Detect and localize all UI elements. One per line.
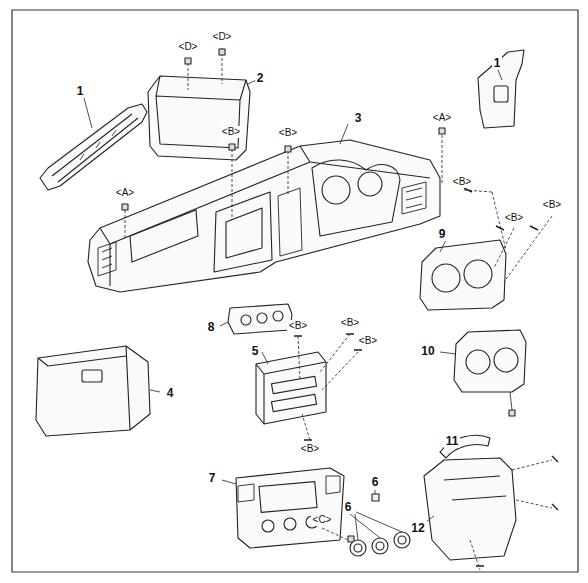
callout-number: 11 xyxy=(444,434,461,448)
glove-box-door xyxy=(36,346,160,436)
switch-panel xyxy=(220,304,292,334)
callout-number: 7 xyxy=(207,471,218,485)
callout-number: 1 xyxy=(75,84,86,98)
fastener-ref: <B> xyxy=(541,199,563,211)
fastener-ref: <B> xyxy=(339,317,361,329)
fastener-ref: <D> xyxy=(177,41,200,53)
callout-number: 4 xyxy=(165,386,176,400)
combination-meter xyxy=(440,330,526,416)
pillar-trim-right xyxy=(478,50,524,128)
callout-number: 6 xyxy=(343,500,354,514)
frame xyxy=(12,10,578,572)
heater-knobs xyxy=(350,490,410,556)
pillar-trim-left xyxy=(40,98,147,190)
fastener-ref: <B> xyxy=(299,443,321,455)
instrument-panel xyxy=(88,124,445,292)
callout-number: 12 xyxy=(409,521,426,535)
center-cluster-bezel xyxy=(222,468,354,548)
callout-number: 5 xyxy=(250,344,261,358)
fastener-ref: <B> xyxy=(287,320,309,332)
callout-number: 2 xyxy=(255,71,266,85)
fastener-ref: <B> xyxy=(451,176,473,188)
fastener-ref: <B> xyxy=(357,335,379,347)
fastener-ref: <A> xyxy=(114,187,136,199)
callout-number: 3 xyxy=(353,111,364,125)
cluster-finish-panel xyxy=(420,188,552,310)
callout-number: 1 xyxy=(492,56,503,70)
fastener-ref: <B> xyxy=(277,127,299,139)
callout-number: 10 xyxy=(419,344,436,358)
callout-number: 9 xyxy=(437,227,448,241)
fastener-ref: <D> xyxy=(211,31,234,43)
fastener-ref: <C> xyxy=(311,514,334,526)
callout-number: 6 xyxy=(370,475,381,489)
upper-compartment xyxy=(148,48,256,160)
column-cover-lower xyxy=(424,456,558,570)
fastener-ref: <B> xyxy=(220,126,242,138)
fastener-ref: <B> xyxy=(503,212,525,224)
callout-number: 8 xyxy=(206,320,217,334)
radio-receiver xyxy=(256,334,362,440)
fastener-ref: <A> xyxy=(431,112,453,124)
